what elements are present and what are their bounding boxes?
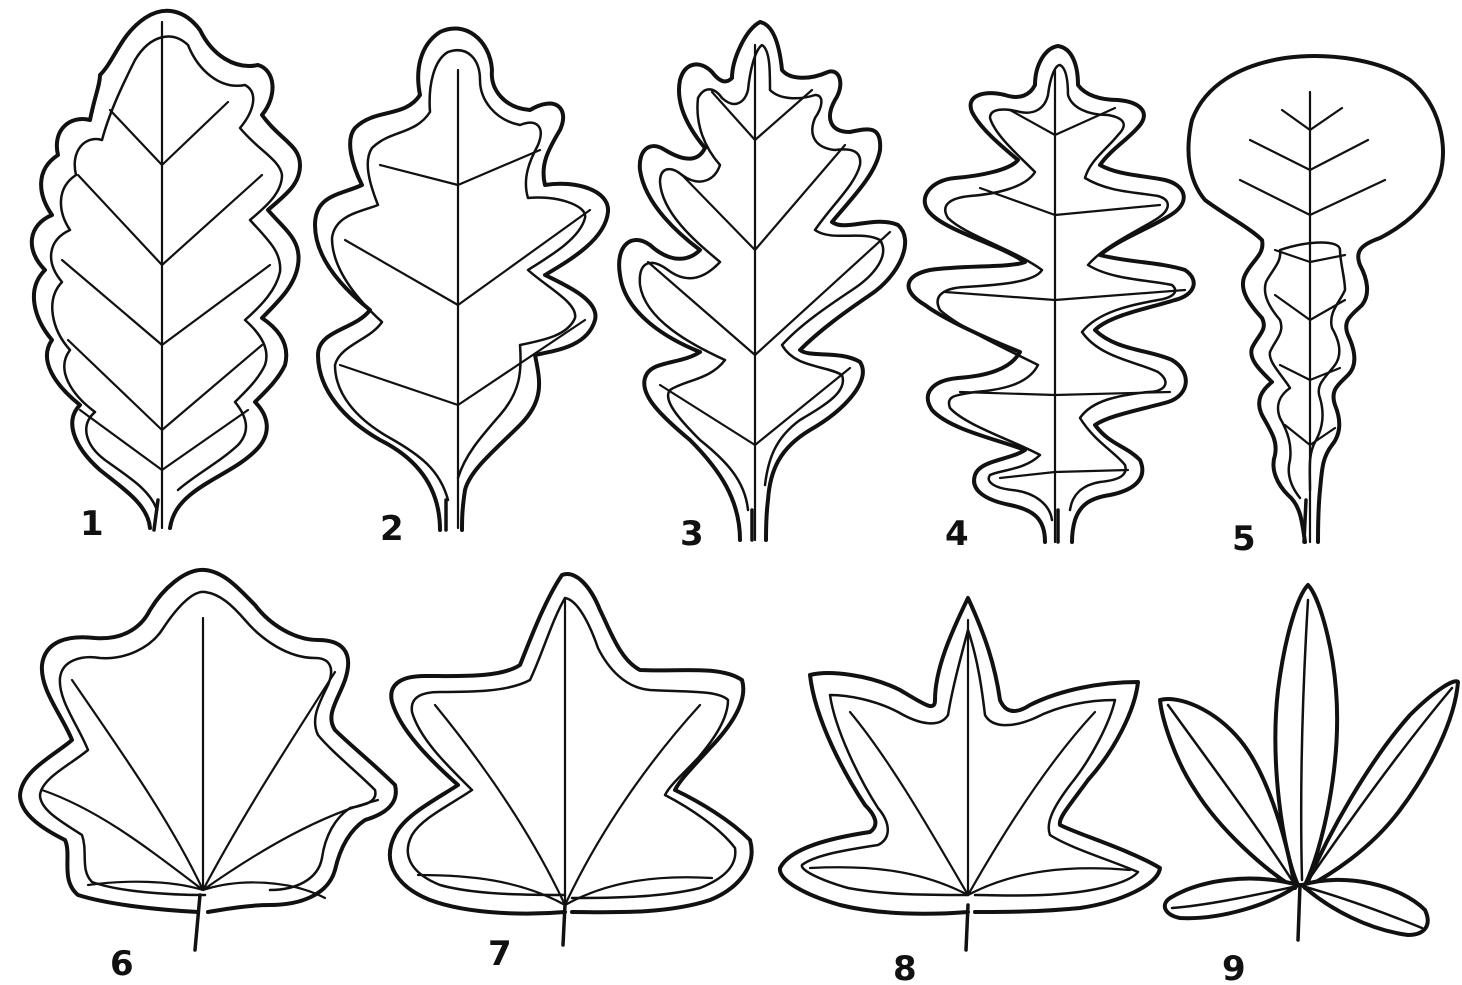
- leaf-7-stem: [563, 905, 565, 945]
- leaf-6: [20, 570, 396, 950]
- leaf-3: [619, 22, 905, 540]
- leaf-1: [32, 11, 300, 530]
- leaf-8-number: 8: [893, 949, 917, 985]
- leaf-4: [909, 46, 1194, 542]
- leaf-4-number: 4: [945, 514, 969, 554]
- leaf-6-number: 6: [110, 944, 134, 984]
- leaf-6-outline: [20, 570, 396, 912]
- leaf-5-outline: [1188, 56, 1442, 542]
- leaf-7: [390, 574, 752, 945]
- leaf-2: [315, 28, 608, 530]
- leaf-5-stem: [1304, 500, 1306, 542]
- leaf-9: [1160, 585, 1458, 940]
- leaf-8-stem: [966, 905, 968, 950]
- leaf-2-number: 2: [380, 509, 404, 549]
- leaf-1-number: 1: [80, 504, 104, 544]
- leaf-5: [1188, 56, 1442, 542]
- leaf-4-outline: [909, 46, 1194, 542]
- leaf-7-outline: [390, 574, 752, 914]
- leaf-5-number: 5: [1232, 519, 1256, 559]
- leaf-2-outline: [315, 28, 608, 530]
- leaf-8: [780, 598, 1160, 950]
- leaf-9-stem: [1298, 885, 1300, 940]
- leaf-3-number: 3: [680, 514, 704, 554]
- leaf-7-number: 7: [488, 934, 512, 974]
- leaf-9-number: 9: [1222, 949, 1246, 985]
